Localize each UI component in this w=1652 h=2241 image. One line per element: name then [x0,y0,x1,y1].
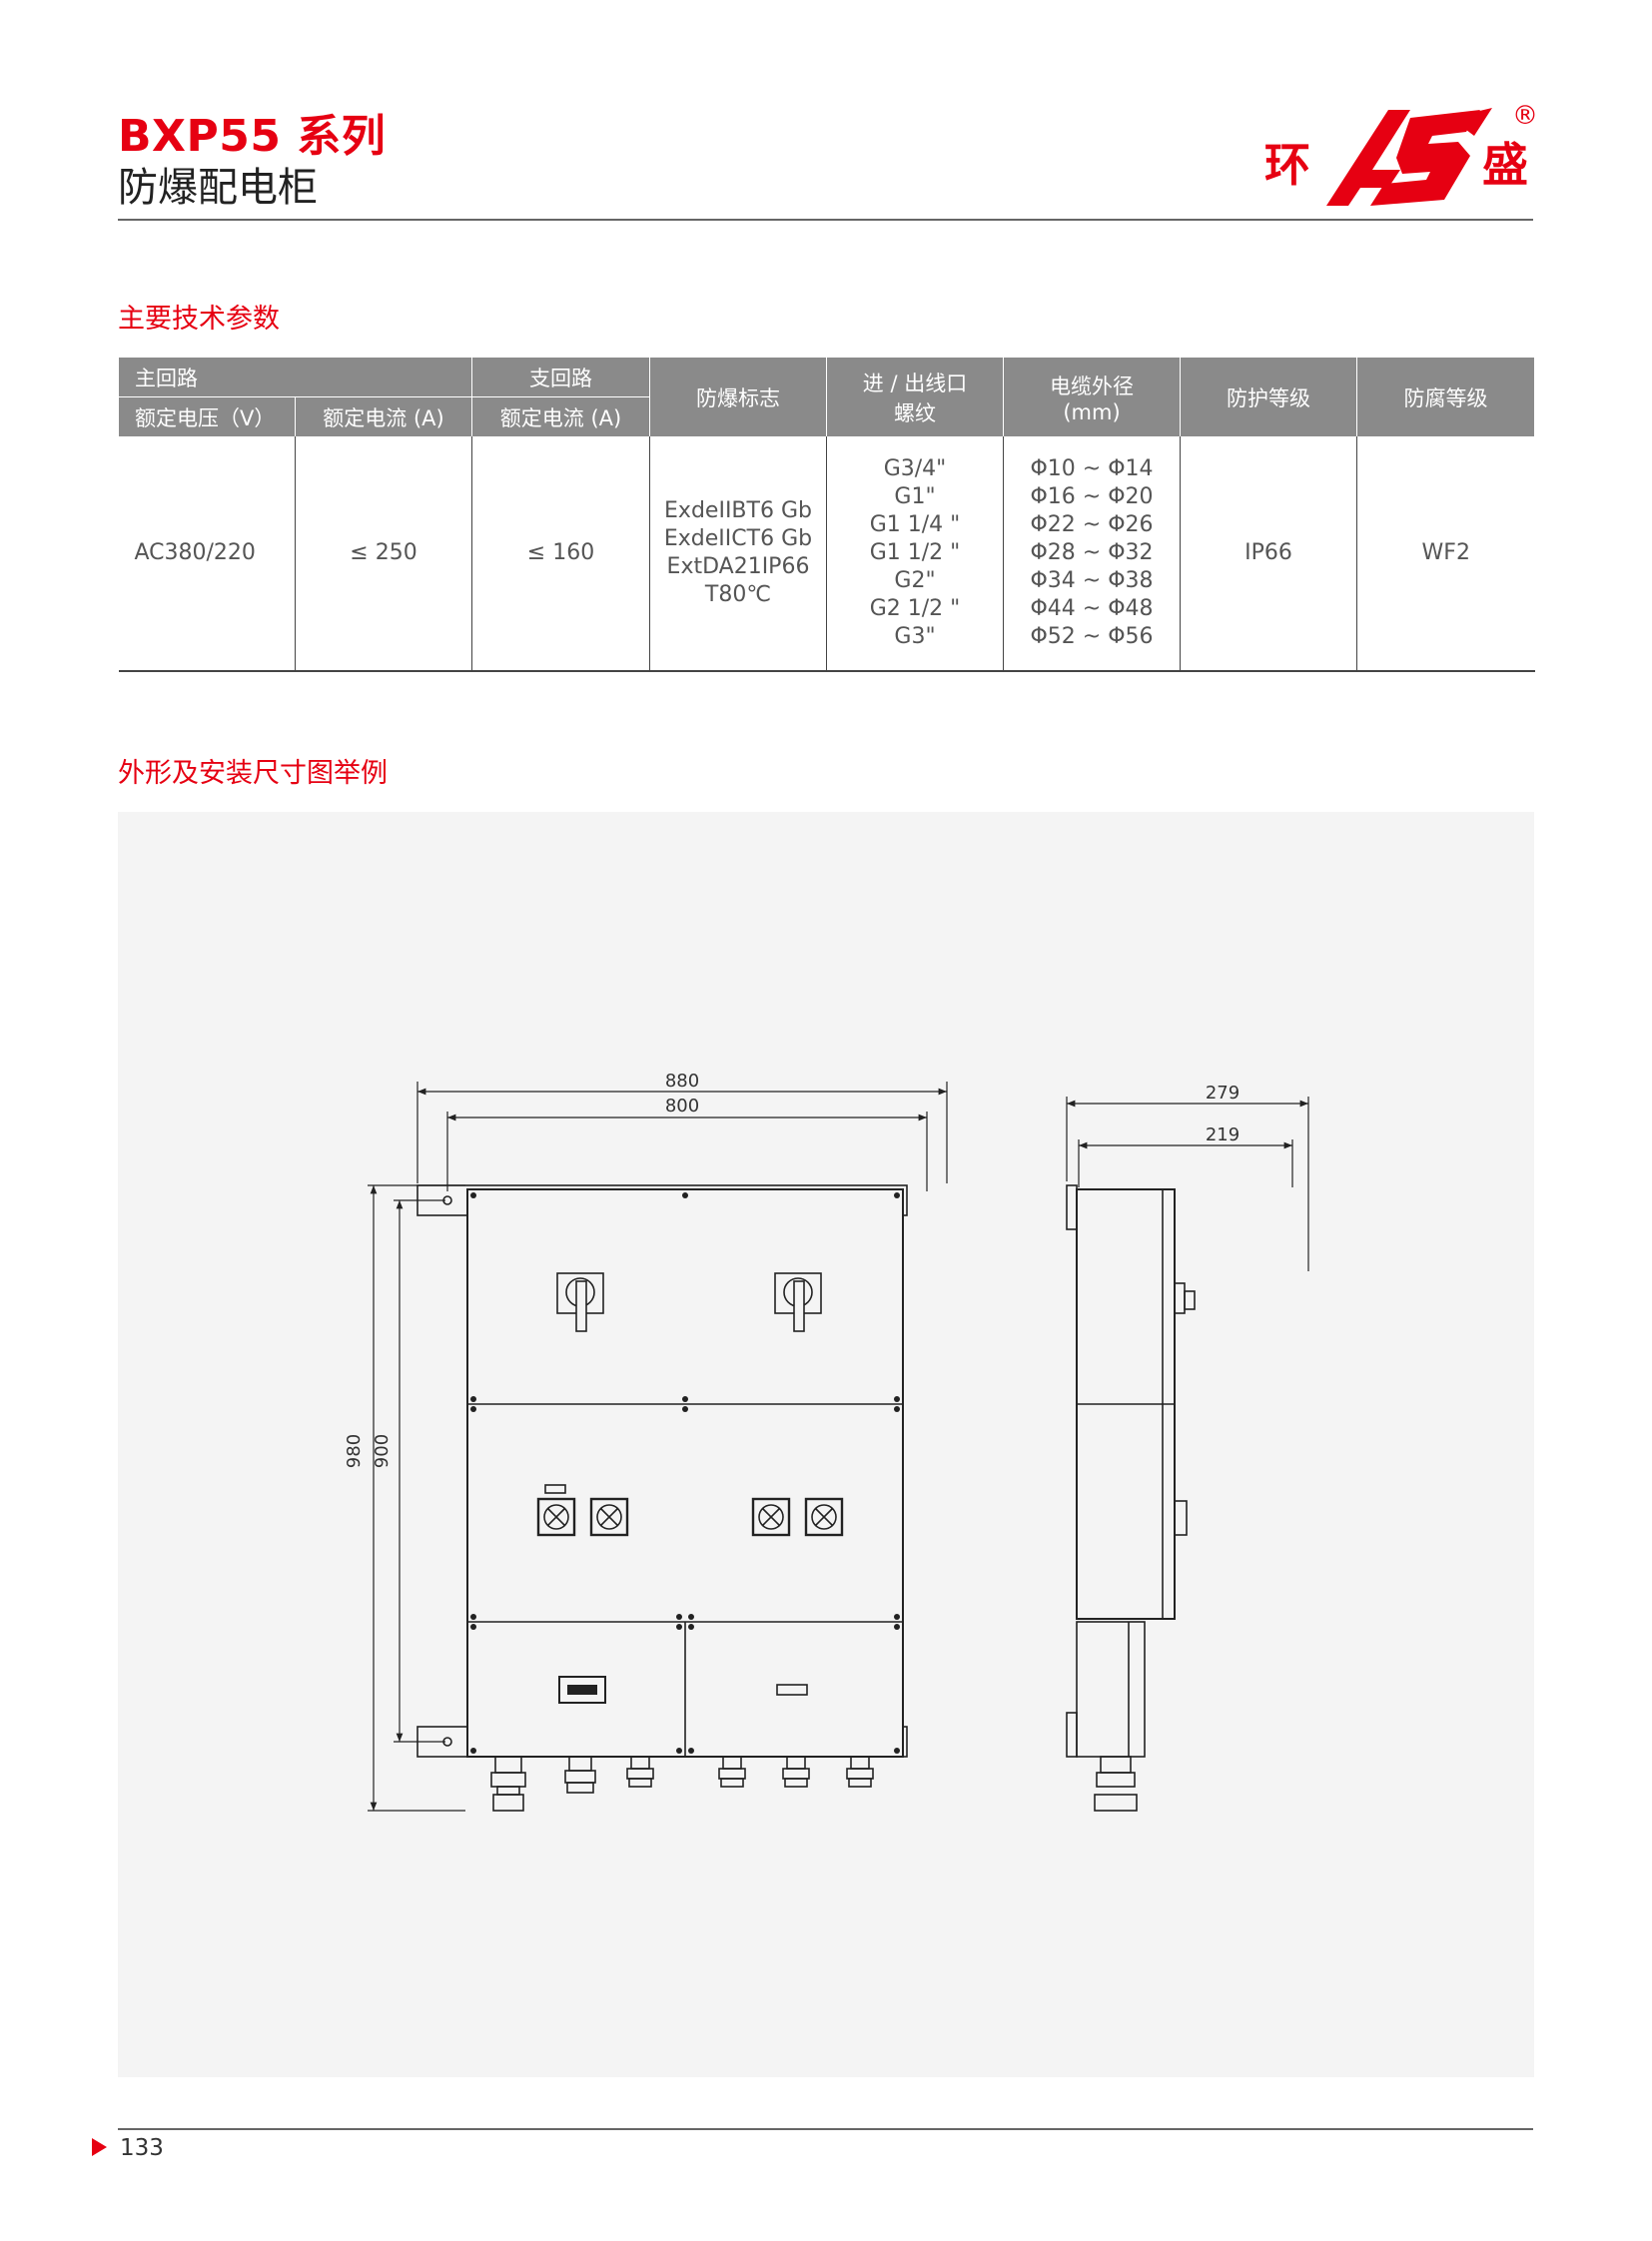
header-cable-line1: 电缆外径 [1050,374,1134,398]
cable-item: Φ52 ~ Φ56 [1030,624,1154,649]
side-view: 279 219 [1066,1083,1309,1812]
dimension-lines [368,1082,948,1812]
cable-glands [490,1756,874,1812]
side-gland [1094,1794,1138,1812]
thread-item: G3" [894,624,936,649]
product-title: 防爆配电柜 [118,165,318,211]
cable-item: Φ28 ~ Φ32 [1030,540,1154,565]
dim-front-width-outer: 880 [665,1071,699,1092]
cell-voltage: AC380/220 [118,436,296,672]
ventilation-grille [751,1497,791,1537]
ex-mark-item: ExdeIICT6 Gb [663,526,813,551]
dim-side-depth-outer: 279 [1206,1083,1239,1104]
side-fan-housing [1174,1500,1188,1536]
header-ex-mark: 防爆标志 [649,358,827,436]
logo-s-mark [1370,110,1480,206]
cell-cables: Φ10 ~ Φ14 Φ16 ~ Φ20 Φ22 ~ Φ26 Φ28 ~ Φ32 … [1003,436,1181,672]
rotary-switch [774,1272,822,1332]
dim-front-height-inner: 900 [372,1434,393,1468]
cell-ex-marks: ExdeIIBT6 Gb ExdeIICT6 Gb ExtDA21IP66 T8… [649,436,827,672]
thread-item: G2 1/2 " [869,596,961,621]
dim-front-height-outer: 980 [344,1434,365,1468]
logo-slash-mark [1450,108,1492,136]
cable-item: Φ22 ~ Φ26 [1030,512,1154,537]
thread-item: G3/4" [883,456,947,481]
dim-front-width-inner: 800 [665,1096,699,1117]
drawing-panel: 880 800 980 900 279 [118,812,1534,2077]
spec-table: 主回路 支回路 防爆标志 进 / 出线口 螺纹 电缆外径 (mm) 防护等级 防… [118,358,1535,672]
thread-item: G1 1/2 " [869,540,961,565]
dim-side-depth-inner: 219 [1206,1124,1239,1145]
side-gland [1096,1772,1136,1788]
side-gland [1100,1756,1132,1774]
nameplate [558,1676,606,1704]
warning-plate [776,1684,808,1696]
side-handle [1174,1282,1186,1314]
logo-left-char: 环 [1264,138,1310,192]
header-cable: 电缆外径 (mm) [1003,358,1181,436]
header-voltage: 额定电压（V） [118,396,296,436]
header-thread-line1: 进 / 出线口 [862,371,968,395]
brand-logo: 环 盛 ® [1264,101,1538,206]
header-main-circuit: 主回路 [118,358,472,397]
side-lower-box [1076,1621,1146,1758]
ventilation-grille [536,1497,576,1537]
cell-branch-current: ≤ 160 [471,436,650,672]
page-arrow-icon [92,2138,107,2156]
side-dimension-lines [1066,1097,1309,1271]
ex-mark-item: T80℃ [704,582,772,607]
ex-mark-item: ExtDA21IP66 [666,554,810,579]
side-handle-knob [1184,1290,1196,1310]
ventilation-grille [804,1497,844,1537]
registered-mark: ® [1512,101,1538,131]
indicator-plate [544,1484,566,1494]
cable-item: Φ34 ~ Φ38 [1030,568,1154,593]
rotary-switch [556,1272,604,1332]
header-branch-circuit: 支回路 [471,358,650,397]
thread-item: G1 1/4 " [869,512,961,537]
table-row: AC380/220 ≤ 250 ≤ 160 ExdeIIBT6 Gb ExdeI… [118,436,1535,672]
header-divider [118,219,1533,221]
page-number: 133 [120,2135,164,2161]
header-thread-line2: 螺纹 [894,400,936,425]
header-main-current: 额定电流 (A) [295,396,472,436]
side-bracket [1066,1184,1078,1230]
cell-threads: G3/4" G1" G1 1/4 " G1 1/2 " G2" G2 1/2 "… [826,436,1004,672]
header-branch-current: 额定电流 (A) [471,396,650,436]
nameplate-mark [567,1685,597,1695]
ventilation-grille [589,1497,629,1537]
section-title-specs: 主要技术参数 [118,304,280,335]
logo-right-char: 盛 [1482,138,1528,192]
cell-main-current: ≤ 250 [295,436,472,672]
panel-bolts [470,1192,900,1754]
cable-item: Φ16 ~ Φ20 [1030,484,1154,509]
cable-item: Φ44 ~ Φ48 [1030,596,1154,621]
series-title: BXP55 系列 [118,111,387,162]
cell-ip: IP66 [1180,436,1357,672]
thread-item: G2" [894,568,936,593]
side-bracket [1066,1712,1078,1758]
thread-item: G1" [894,484,936,509]
cell-corrosion: WF2 [1356,436,1535,672]
cable-item: Φ10 ~ Φ14 [1030,456,1154,481]
header-cable-line2: (mm) [1063,399,1121,424]
logo-h-mark [1326,110,1410,206]
front-view: 880 800 980 900 [344,1071,948,1812]
footer-divider [118,2128,1533,2130]
ex-mark-item: ExdeIIBT6 Gb [664,498,812,523]
header-corrosion: 防腐等级 [1356,358,1535,436]
header-ip: 防护等级 [1180,358,1357,436]
dimension-drawing: 880 800 980 900 279 [344,1071,1309,1812]
header-thread: 进 / 出线口 螺纹 [826,358,1004,436]
section-title-drawing: 外形及安装尺寸图举例 [118,758,388,789]
